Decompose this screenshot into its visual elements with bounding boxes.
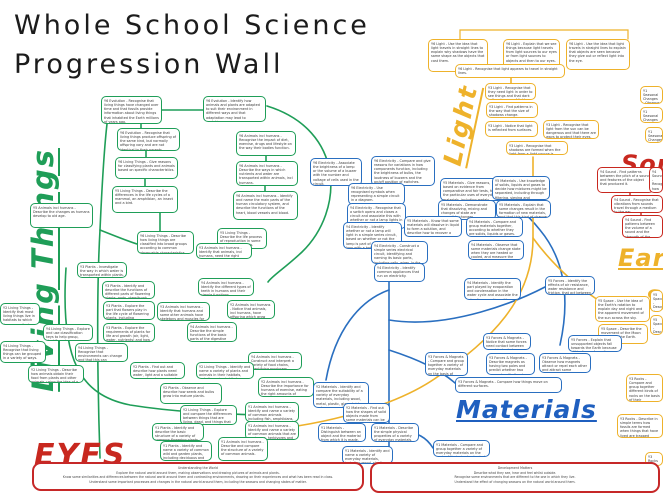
curriculum-box: Y4 Electricity - Construct a simple seri…	[371, 241, 428, 264]
curriculum-box: Y1 Materials - Describe the simple physi…	[371, 423, 419, 442]
curriculum-box: Y4 Sound - Find patterns between the vol…	[622, 215, 663, 238]
eyfs-bar-title: Understanding the World	[178, 466, 218, 470]
curriculum-box: Y3 Rocks - Compare and group together di…	[626, 374, 663, 402]
page-title-line2: Progression Wall	[14, 49, 284, 81]
curriculum-box: Y3 Forces & Magnets - Describe magnets a…	[486, 353, 535, 375]
curriculum-box: Y6 Living Things - Describe how living t…	[137, 231, 194, 254]
curriculum-box: Y3 Light - Recognise that shadows are fo…	[506, 141, 568, 155]
curriculum-box: Y2 Living Things - Identify that most li…	[0, 303, 40, 325]
curriculum-box: Y6 Evolution - Identify how animals and …	[203, 96, 266, 122]
curriculum-box: Y3 Light - Find patterns in the way that…	[486, 102, 538, 118]
curriculum-box: Y6 Light - Recognise that light appears …	[455, 64, 565, 78]
curriculum-box: Y1 Animals incl humans - Identify and na…	[245, 421, 299, 440]
curriculum-box: Y5 Materials - Give reasons, based on ev…	[440, 178, 503, 201]
curriculum-box: Y5 Forces - Explain that unsupported obj…	[568, 335, 622, 352]
curriculum-box: Y3 Light - Recognise that light from the…	[543, 120, 599, 139]
curriculum-box: Y5 Materials - Explain that some changes…	[496, 200, 551, 218]
section-label-materials: Materials	[456, 395, 597, 424]
curriculum-box: Y1 Animals incl humans - Identify and na…	[245, 402, 299, 422]
curriculum-box: Y3 Light - Notice that light is reflecte…	[485, 121, 538, 137]
curriculum-box: Y6 Electricity - Use recognised symbols …	[348, 183, 405, 205]
curriculum-box: Y4 Animals incl humans - Identify the di…	[198, 278, 254, 296]
curriculum-box: Y3 Rocks - Describe in simple terms how …	[617, 414, 663, 438]
curriculum-box: Y2 Living Things - Describe how animals …	[28, 365, 84, 383]
eyfs-bar-line: Recognise some environments that are dif…	[454, 475, 576, 480]
page-title-line1: Whole School Science	[14, 10, 370, 41]
curriculum-box: Y4 Materials - Compare and group materia…	[466, 217, 523, 237]
curriculum-box: Y1 Materials - Compare and group togethe…	[433, 440, 490, 457]
curriculum-box: Y3 Forces & Magnets - Compare how things…	[455, 377, 562, 393]
curriculum-box: Y3 Plants - Explore the requirements of …	[103, 323, 155, 342]
curriculum-box: Y5 Living Things - Describe the differen…	[112, 186, 178, 213]
curriculum-box: Y5 Materials - Know that some materials …	[404, 216, 462, 237]
curriculum-box: Y4 Animals incl humans - Construct and i…	[248, 352, 302, 370]
curriculum-box: Y3 Forces & Magnets - Observe how magnet…	[539, 353, 591, 373]
curriculum-box: Y2 Materials - Find out how the shapes o…	[343, 403, 390, 423]
section-label-light: Light	[437, 81, 484, 169]
curriculum-box: Y3 Plants - Explore the part that flower…	[103, 301, 155, 320]
curriculum-box: Y6 Evolution - Recognise that living thi…	[101, 96, 162, 124]
curriculum-box: Y4 Sound - Find patterns between the pit…	[597, 167, 654, 193]
curriculum-box: Y1 Animals incl humans - Describe and co…	[218, 437, 268, 461]
eyfs-bar-line: Know some similarities and differences b…	[62, 475, 334, 480]
section-label-earth: Earth &	[618, 244, 663, 272]
curriculum-box: Y3 Light - Recognise that they need ligh…	[485, 83, 536, 100]
curriculum-box: Y2 Living Things - Identify and name a v…	[196, 362, 254, 379]
curriculum-box: Y5 Space - Describe the Sun, Earth and M…	[650, 315, 663, 335]
curriculum-box: Y4 Animals incl humans - Describe the si…	[187, 322, 237, 342]
curriculum-box: Y5 Space - Use the idea of the Earth's r…	[595, 296, 650, 322]
curriculum-box: Y6 Animals incl humans - Identify and na…	[233, 191, 298, 220]
curriculum-box: Y5 Materials - Use knowledge of solids, …	[492, 176, 550, 200]
curriculum-box: Y5 Forces - Identify the effects of air …	[545, 276, 595, 295]
curriculum-box: Y2 Plants - Find out and describe how pl…	[130, 362, 185, 379]
curriculum-box: Y4 Living Things - Recognise that living…	[0, 341, 46, 363]
curriculum-box: Y2 Animals incl humans - Describe the im…	[258, 377, 314, 397]
curriculum-box: Y5 Animals incl humans - Describe the ch…	[30, 203, 93, 228]
eyfs-bar-line: Explore the natural world around them, m…	[116, 470, 280, 475]
eyfs-bar-line: Understand the effect of changing season…	[454, 479, 576, 484]
page-title: Whole School Science Progression Wall	[14, 6, 370, 84]
curriculum-box: Y1 Seasonal Changes - Observe and descri…	[640, 107, 663, 123]
curriculum-box: Y4 Materials - Observe that some materia…	[468, 240, 524, 260]
eyfs-bar-line: Describe what they see, hear and feel wh…	[473, 470, 557, 475]
curriculum-box: Y3 Forces & Magnets - Notice that some f…	[483, 333, 531, 350]
curriculum-box: Y3 Animals incl humans - Identify that a…	[196, 243, 252, 259]
curriculum-box: Y1 Seasonal Changes - Observe changes ac…	[640, 86, 663, 104]
curriculum-box: Y6 Electricity - Associate the brightnes…	[310, 158, 362, 186]
curriculum-box: Y1 Materials - Distinguish between an ob…	[318, 423, 366, 442]
eyfs-bar-line: Understand some important processes and …	[89, 479, 307, 484]
curriculum-box: Y4 Living Things - Recognise that enviro…	[75, 343, 128, 362]
eyfs-bar-title: Development Matters	[497, 466, 533, 470]
curriculum-box: Y4 Electricity - Identify common applian…	[374, 263, 425, 282]
curriculum-box: Y6 Living Things - Give reasons for clas…	[115, 157, 178, 179]
curriculum-box: Y5 Space - Describe the movement of the …	[650, 290, 663, 312]
curriculum-box: Y4 Living Things - Explore and use class…	[43, 324, 93, 341]
curriculum-box: Y6 Animals incl humans - Describe the wa…	[236, 161, 298, 186]
curriculum-box: Y3 Plants - Investigate the way in which…	[77, 262, 127, 278]
curriculum-box: Y3 Animals incl humans - Identify that h…	[157, 302, 210, 321]
curriculum-box: Y2 Plants - Observe and describe how see…	[160, 383, 222, 404]
curriculum-box: Y6 Light - Use the idea that light trave…	[566, 39, 630, 70]
curriculum-box: Y6 Animals incl humans - Recognise the i…	[236, 131, 296, 156]
curriculum-box: Y4 Sound - Recognise how sounds get fain…	[649, 167, 663, 193]
curriculum-box: Y1 Plants - Identify and name a variety …	[160, 441, 212, 461]
curriculum-box: Y6 Evolution - Recognise that living thi…	[117, 128, 180, 151]
curriculum-box: Y2 Living Things - Explore and compare t…	[180, 405, 237, 425]
curriculum-box: Y4 Sound - Recognise that vibrations fro…	[611, 195, 663, 213]
curriculum-box: Y1 Plants - Identify and describe the ba…	[152, 423, 204, 441]
curriculum-box: Y3 Plants - Identify and describe the fu…	[102, 281, 155, 299]
curriculum-box: Y2 Animals incl humans - Notice that ani…	[227, 300, 275, 319]
curriculum-box: Y1 Materials - Identify and name a varie…	[342, 446, 393, 464]
curriculum-box: Y4 Materials - Identify the part played …	[464, 278, 521, 300]
curriculum-box: Y3 Forces & Magnets - Compare and group …	[425, 352, 468, 376]
curriculum-box: Y6 Electricity - Compare and give reason…	[371, 156, 435, 186]
curriculum-box: Y1 Seasonal Changes - Observe how day le…	[645, 127, 663, 143]
